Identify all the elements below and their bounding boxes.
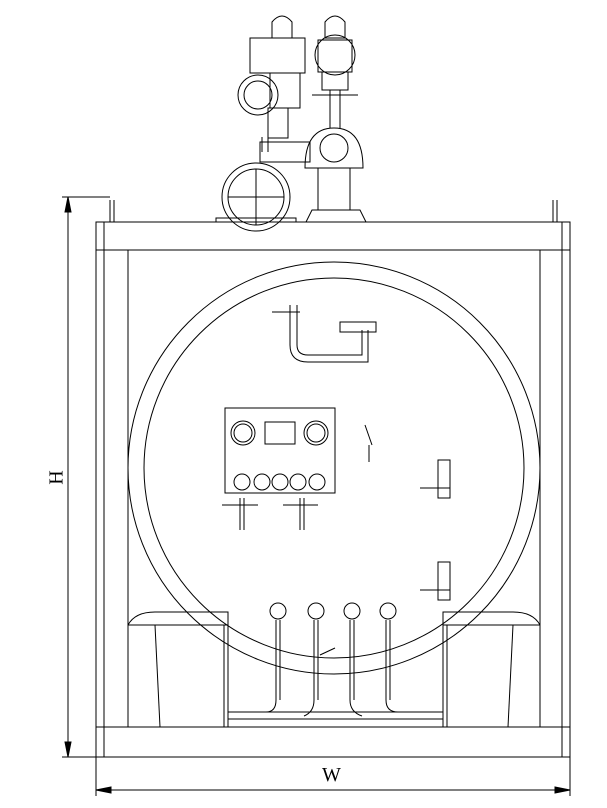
- width-label: W: [322, 764, 341, 786]
- height-dimension: [62, 196, 110, 758]
- valve-assembly: [215, 15, 367, 232]
- frame: [95, 200, 571, 758]
- width-dimension: [95, 757, 571, 796]
- tank-shell: [127, 261, 541, 675]
- control-panel: [222, 407, 336, 530]
- saddles: [127, 611, 541, 728]
- height-label: H: [45, 470, 68, 485]
- pipework: [265, 305, 451, 717]
